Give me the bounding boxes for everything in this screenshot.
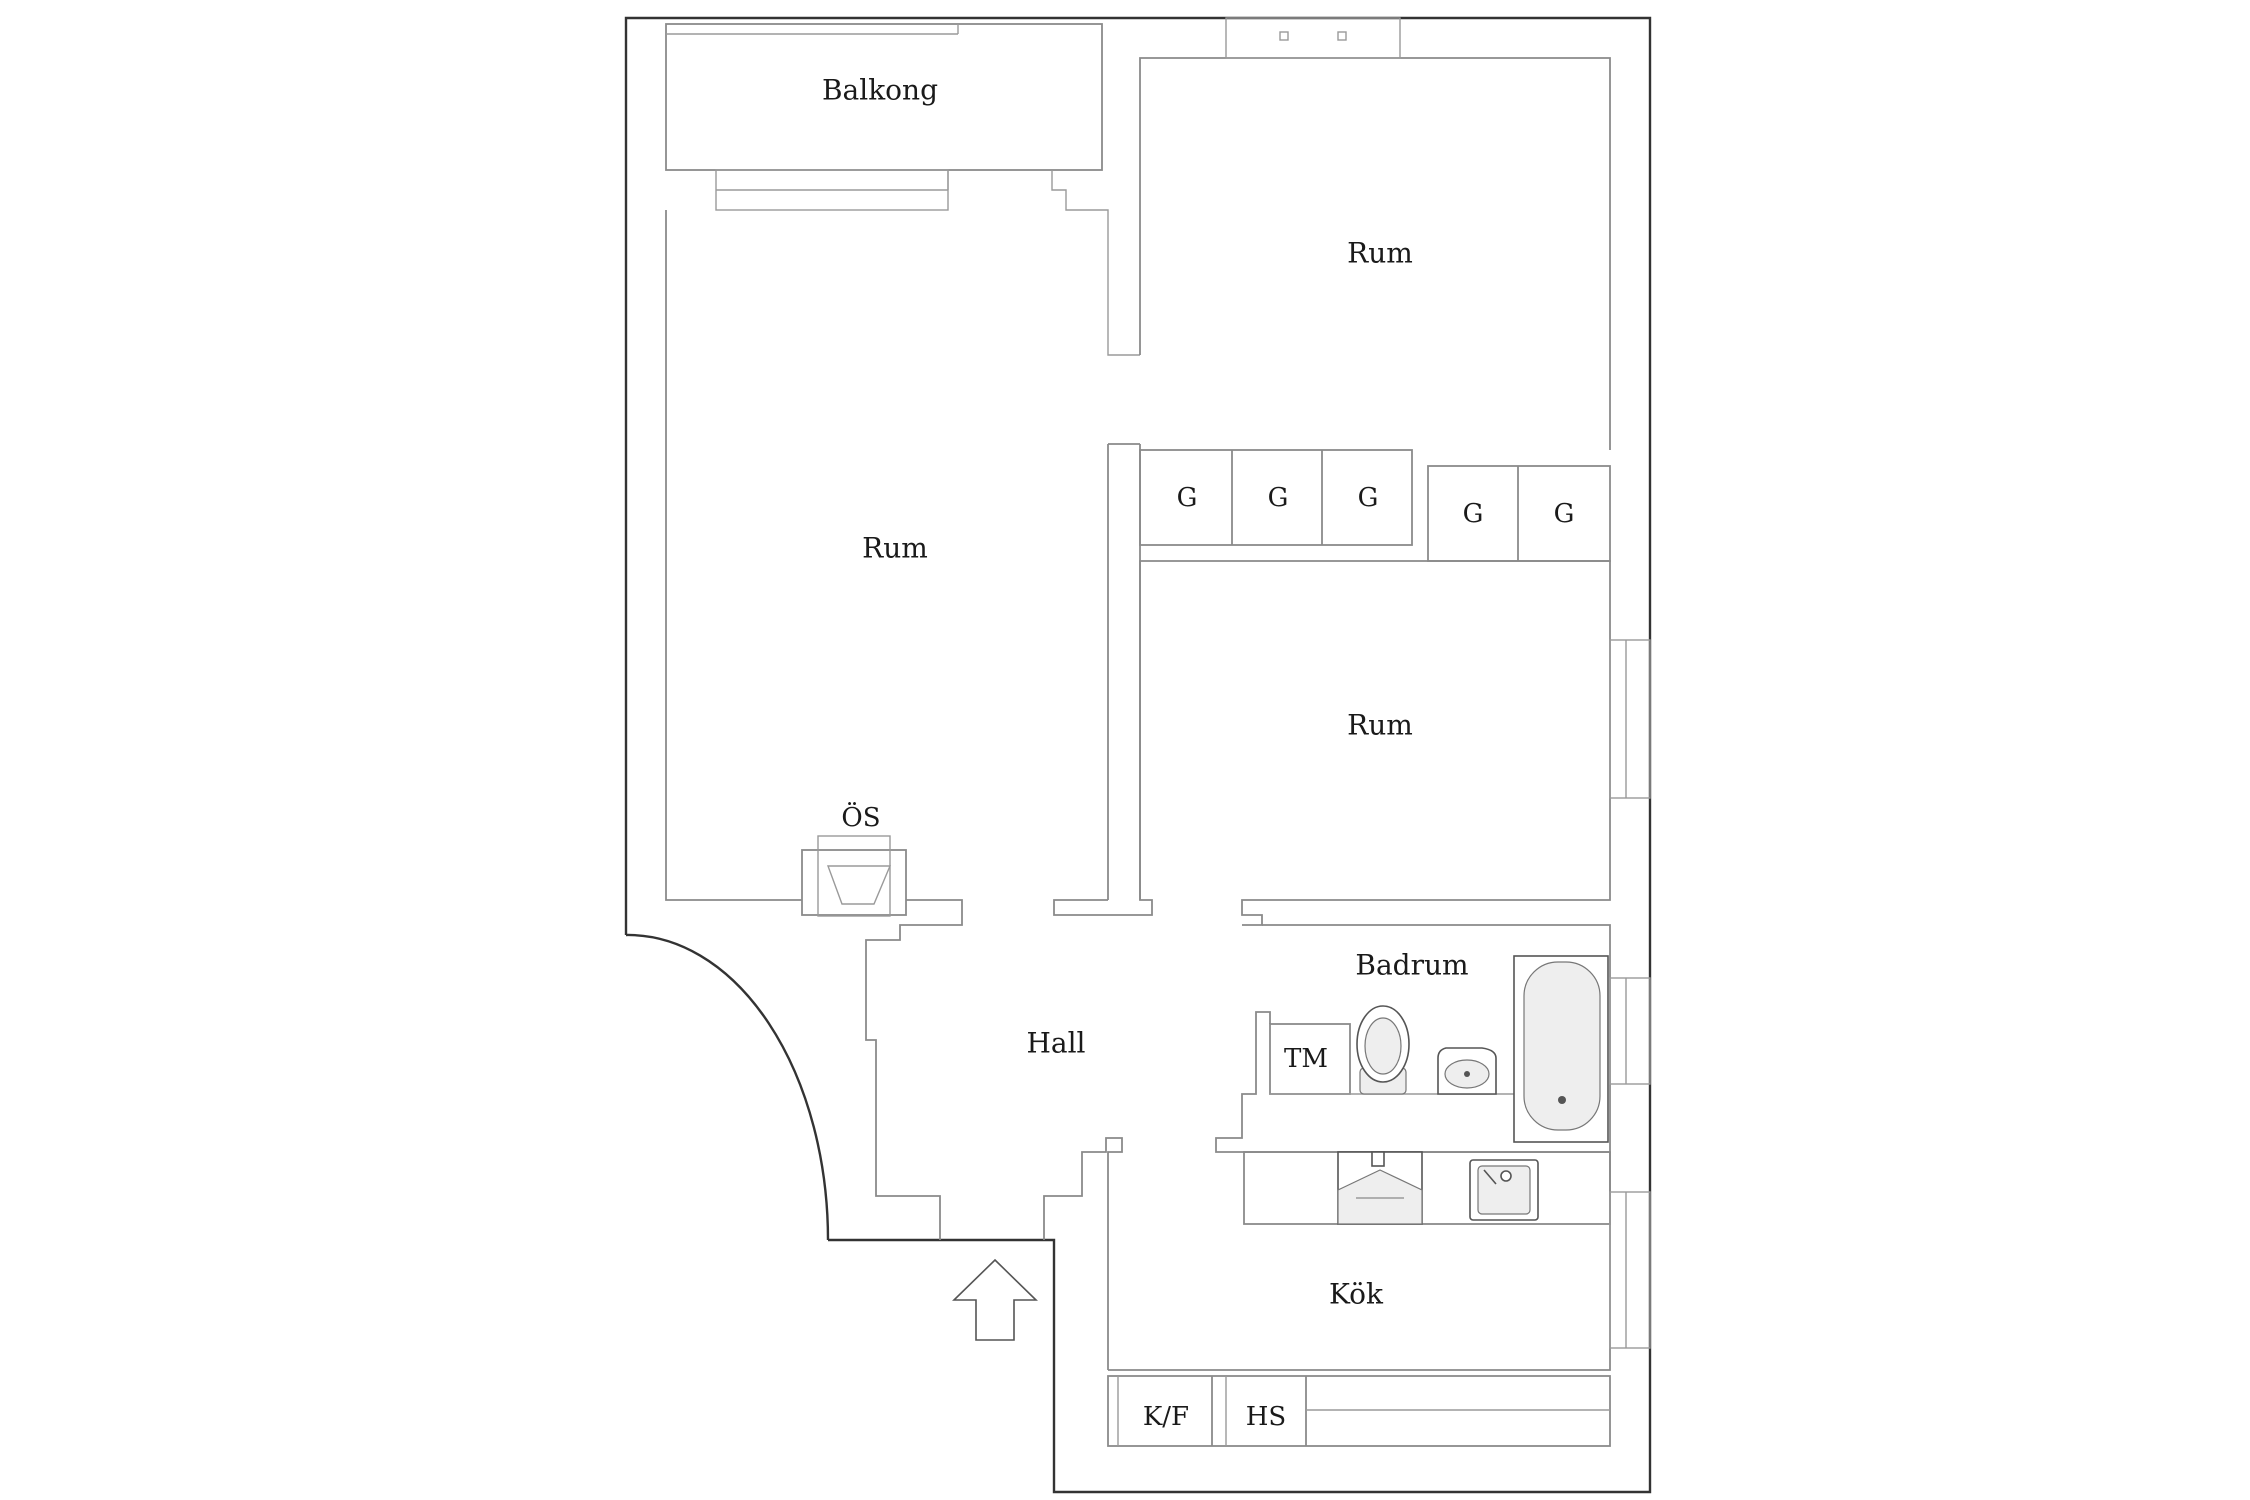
wardrobe-label: G <box>1268 483 1289 513</box>
tiled-stove-label: ÖS <box>841 801 880 833</box>
kitchen <box>1107 1151 1651 1447</box>
balcony <box>665 23 1140 356</box>
wardrobe-label: G <box>1177 483 1198 513</box>
wardrobe-label: G <box>1554 499 1575 529</box>
wardrobes <box>1139 449 1611 562</box>
bathroom-label: Badrum <box>1355 949 1468 982</box>
hall <box>865 915 1123 1370</box>
washbasin-icon <box>1437 1047 1497 1095</box>
room-mid-right <box>1139 560 1651 926</box>
toilet-icon <box>1356 1005 1410 1095</box>
kitchen-sink-icon <box>1469 1159 1539 1221</box>
bathroom <box>1215 924 1651 1153</box>
wardrobe-label: G <box>1463 499 1484 529</box>
tall-cabinet-label: HS <box>1246 1402 1287 1432</box>
kitchen-label: Kök <box>1329 1278 1384 1311</box>
balcony-label: Balkong <box>822 74 938 107</box>
room-mid-right-label: Rum <box>1347 709 1413 742</box>
room-left-label: Rum <box>862 532 928 565</box>
outer-walls <box>624 16 1652 1494</box>
room-top-right <box>1139 17 1611 450</box>
bathtub-icon <box>1513 955 1609 1143</box>
hall-label: Hall <box>1026 1027 1085 1060</box>
up-arrow-icon <box>952 1258 1038 1341</box>
wardrobe-label: G <box>1358 483 1379 513</box>
room-top-right-label: Rum <box>1347 237 1413 270</box>
fridge-freezer-label: K/F <box>1143 1402 1189 1432</box>
room-labels: Balkong Rum Rum G G G G G Rum ÖS Badrum … <box>822 74 1574 1433</box>
washing-machine-label: TM <box>1284 1044 1328 1074</box>
stove-icon <box>1337 1151 1423 1225</box>
door-swing-arc <box>625 933 830 1241</box>
